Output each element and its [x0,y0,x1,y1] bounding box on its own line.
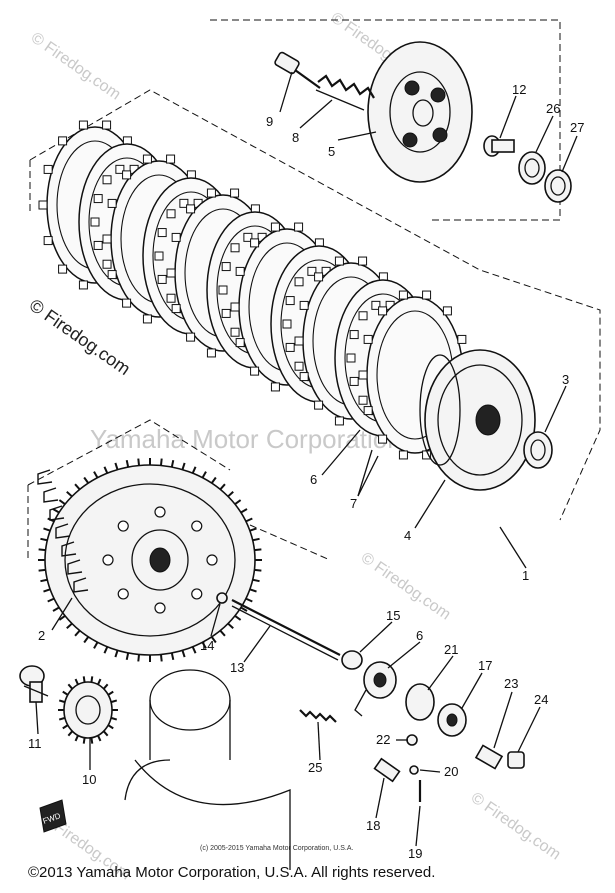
washer-26 [518,151,546,185]
clutch-housing-teeth [37,458,262,662]
thrust-washer-hole [530,439,546,461]
small-copyright: (c) 2005-2015 Yamaha Motor Corporation, … [200,845,354,852]
callout-6-plate: 6 [310,472,317,487]
callout-4: 4 [404,528,411,543]
push-rod-end [483,135,515,157]
adjuster-bolt [474,744,504,770]
clutch-boss [419,349,536,491]
callout-11: 11 [28,736,42,751]
fwd-indicator: FWD [39,799,67,833]
callout-19: 19 [408,846,422,861]
push-rod [231,599,341,661]
callout-3: 3 [562,372,569,387]
lock-nut [507,751,525,769]
callout-13: 13 [230,660,244,675]
o-ring [405,683,435,721]
watermark-firedog-top-left: © Firedog.com [28,29,124,103]
thrust-washer [523,431,553,469]
callout-27: 27 [570,120,584,135]
clutch-housing-holes [102,506,218,614]
callout-17: 17 [478,658,492,673]
callout-15: 15 [386,608,400,623]
callout-14: 14 [200,638,214,653]
pin [406,734,418,746]
callout-12: 12 [512,82,526,97]
callout-21: 21 [444,642,458,657]
callout-8: 8 [292,130,299,145]
callout-1: 1 [522,568,529,583]
callout-18: 18 [366,818,380,833]
return-spring [299,709,337,723]
callout-7: 7 [350,496,357,511]
callout-22: 22 [376,732,390,747]
callout-20: 20 [444,764,458,779]
drive-gear-bolt [19,665,49,703]
washer-27 [544,169,572,203]
adjusting-screw [373,757,401,783]
watermark-yamaha: Yamaha Motor Corporation [90,424,402,454]
watermark-firedog-bottom-right: © Firedog.com [468,789,564,863]
clutch-plate-stack [38,120,472,460]
primary-drive-gear [58,676,118,744]
assembly-frame-upper [29,19,601,521]
callout-26: 26 [546,101,560,116]
callout-24: 24 [534,692,548,707]
assembly-frame-lower [27,419,331,561]
footer: ©2013 Yamaha Motor Corporation, U.S.A. A… [0,860,615,893]
leader-lines [35,71,578,847]
footer-copyright: ©2013 Yamaha Motor Corporation, U.S.A. A… [28,864,436,881]
clutch-spring [315,74,375,111]
watermark-firedog-right: © Firedog.com [358,549,454,623]
steel-ball [216,592,228,604]
adjuster-housing-center [446,713,458,727]
crankcase-outline [124,669,291,870]
callout-2: 2 [38,628,45,643]
pressure-plate [367,41,473,183]
washer-20 [409,765,419,775]
watermark-firedog-main: © Firedog.com [26,295,134,379]
oil-seal [341,650,363,670]
callout-9: 9 [266,114,273,129]
callout-25: 25 [308,760,322,775]
washer-27-hole [550,176,566,196]
callout-6-lever: 6 [416,628,423,643]
callout-10: 10 [82,772,96,787]
washer-26-hole [524,158,540,178]
clutch-bolt [274,51,321,89]
callout-23: 23 [504,676,518,691]
callout-5: 5 [328,144,335,159]
push-lever [354,661,397,717]
clutch-housing [37,458,262,662]
